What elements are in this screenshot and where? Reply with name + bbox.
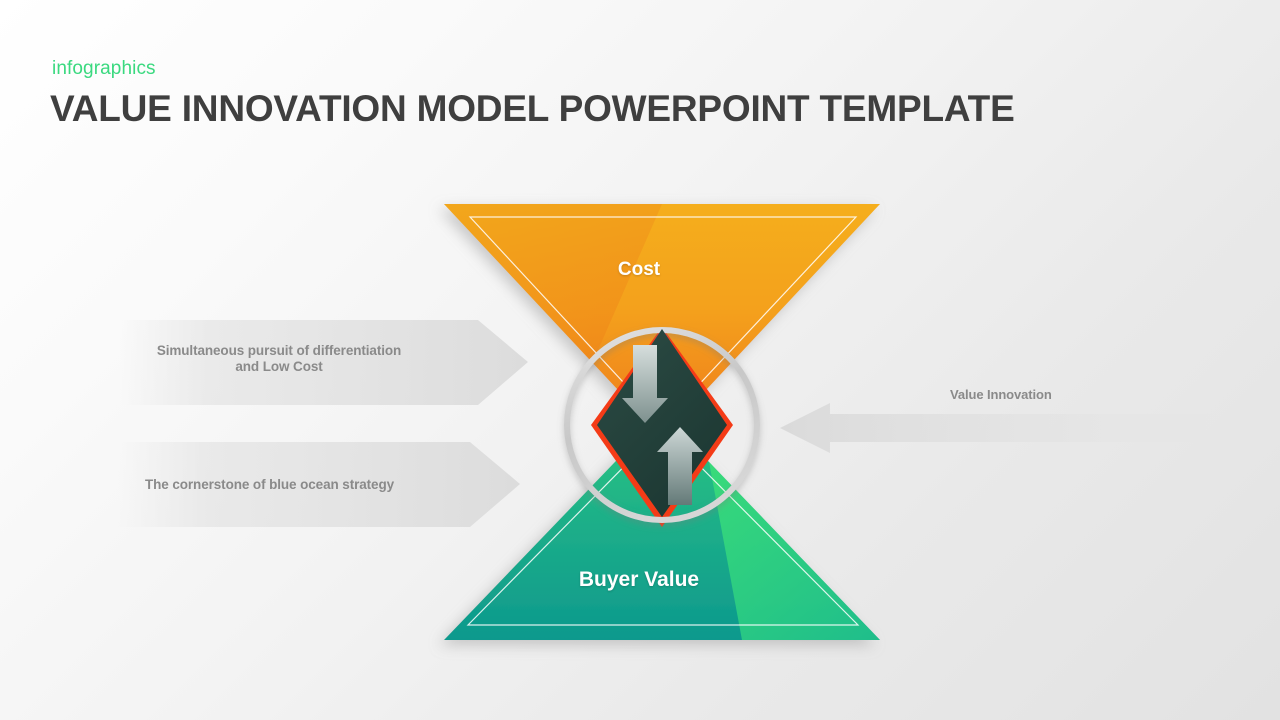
callout-differentiation-line2: and Low Cost [235,359,323,374]
center-diamond [597,329,727,517]
callout-value-innovation [780,403,1280,453]
callout-differentiation [120,320,528,405]
buyer-value-label: Buyer Value [578,568,700,591]
callout-blue-ocean-line1: The cornerstone of blue ocean strategy [145,477,395,492]
cost-label: Cost [617,259,661,280]
callout-value-innovation-line1: Value Innovation [950,387,1052,402]
callout-differentiation-text: Simultaneous pursuit of differentiation … [148,343,410,375]
callout-value-innovation-text: Value Innovation [950,387,1150,403]
up-down-arrows-icon [622,345,703,505]
page-title: VALUE INNOVATION MODEL POWERPOINT TEMPLA… [50,88,1015,129]
callout-differentiation-line1: Simultaneous pursuit of differentiation [156,343,402,358]
eyebrow-label: infographics [52,58,156,79]
callout-blue-ocean [118,442,520,527]
callout-blue-ocean-text: The cornerstone of blue ocean strategy [145,477,413,493]
